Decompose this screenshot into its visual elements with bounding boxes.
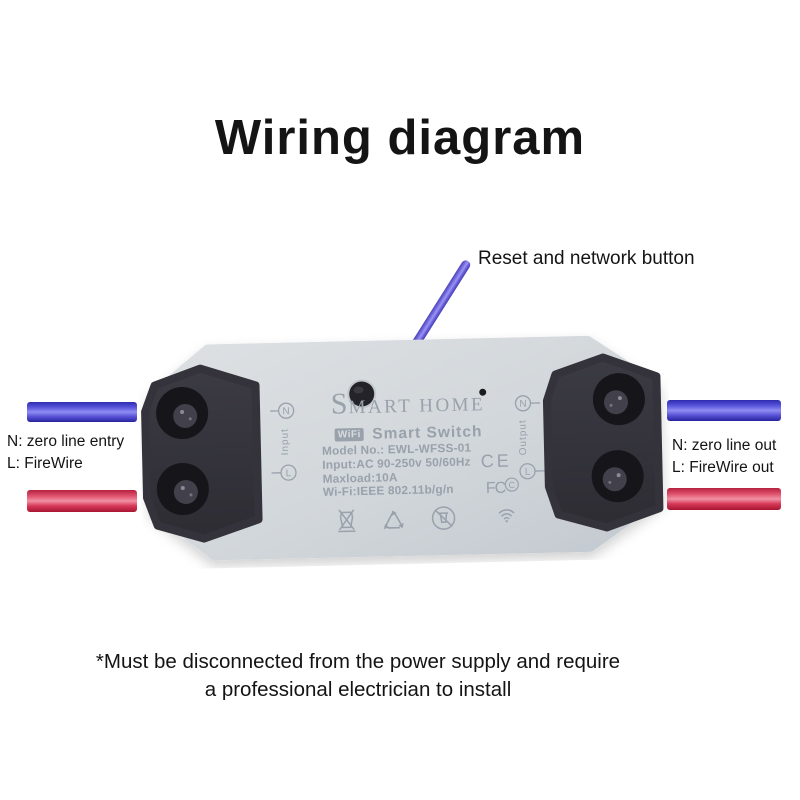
no-litter-icon (431, 506, 456, 530)
input-live-text: L: FireWire (7, 454, 83, 472)
installation-warning: *Must be disconnected from the power sup… (58, 648, 658, 704)
brand-rest: MART HOME (348, 394, 486, 419)
wifi-badge: WiFi (334, 427, 364, 442)
weee-bin-icon (338, 509, 356, 533)
status-led (479, 388, 487, 396)
smart-switch-device: N L Input N L Output CE FC C (137, 328, 672, 570)
neutral-mark-right: N (519, 399, 526, 410)
output-side-label: Output (517, 419, 529, 455)
left-end-cap (141, 364, 263, 543)
fcc-logo: FC C (486, 477, 519, 497)
live-mark-left: L (286, 468, 292, 479)
wifi-signal-icon (498, 509, 515, 523)
warning-line-1: *Must be disconnected from the power sup… (95, 650, 621, 673)
input-neutral-text: N: zero line entry (7, 433, 125, 450)
neutral-wire-in (27, 402, 137, 422)
device-print-block: SMART HOME WiFi Smart Switch Model No.: … (319, 385, 499, 500)
screw-terminal (156, 463, 209, 516)
fcc-circled-c: C (508, 480, 515, 490)
reset-annotation-label: Reset and network button (478, 248, 695, 269)
page-title: Wiring diagram (214, 111, 586, 165)
neutral-mark-left: N (282, 406, 289, 417)
device-artwork: N L Input N L Output CE FC C (141, 335, 664, 561)
output-live-text: L: FireWire out (672, 458, 774, 476)
live-mark-right: L (525, 467, 531, 478)
output-wiring-label: N: zero line out L: FireWire out (672, 435, 776, 478)
input-terminal-markings (270, 402, 297, 481)
screw-terminal (156, 387, 209, 440)
brand-name: SMART HOME (319, 385, 498, 426)
brand-initial: S (330, 387, 349, 421)
output-neutral-text: N: zero line out (672, 437, 777, 454)
screw-terminal (592, 373, 645, 426)
input-wiring-label: N: zero line entry L: FireWire (7, 431, 124, 474)
recycle-icon (383, 510, 404, 530)
right-end-cap (542, 353, 664, 532)
output-terminal-markings (514, 395, 545, 480)
warning-line-2: a professional electrician to install (204, 678, 512, 701)
live-wire-out (667, 488, 781, 510)
neutral-wire-out (667, 400, 781, 421)
reset-button (347, 379, 377, 409)
live-wire-in (27, 490, 137, 512)
screw-terminal (591, 450, 644, 503)
input-side-label: Input (279, 428, 291, 455)
fcc-letters: FC (486, 480, 506, 497)
ce-mark: CE (481, 451, 512, 472)
